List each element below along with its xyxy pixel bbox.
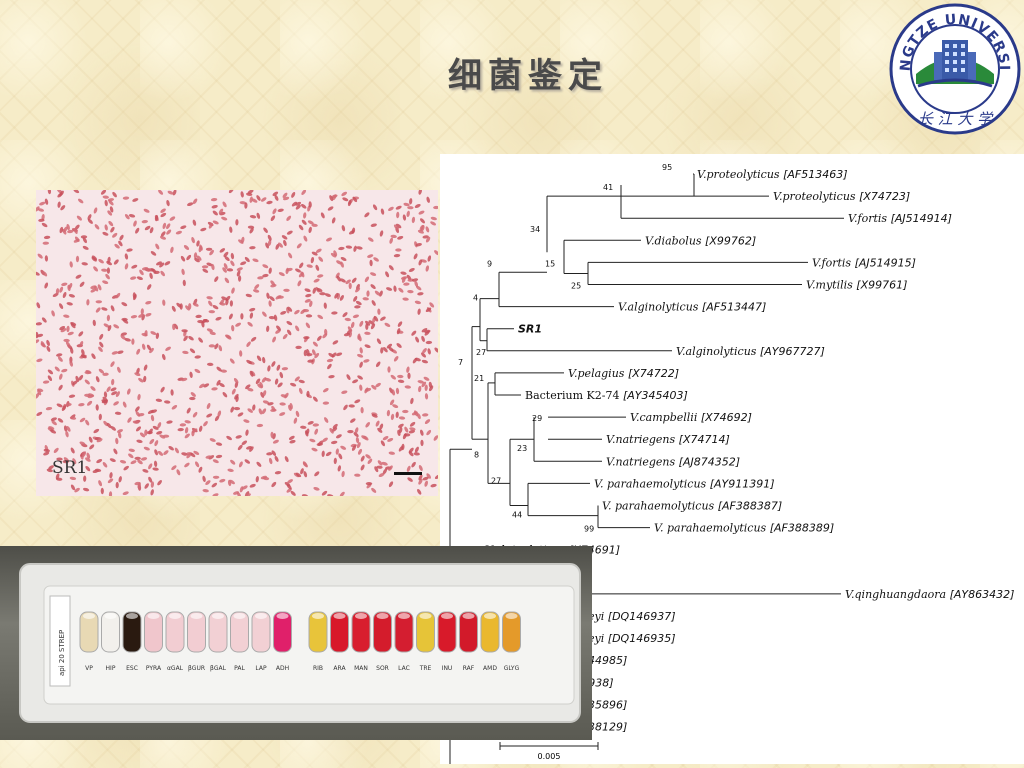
tree-tip-label: V.mytilis [X99761]	[806, 279, 907, 292]
scale-bar	[394, 472, 422, 475]
strip-test-label: PAL	[234, 665, 245, 672]
strip-test-label: αGAL	[167, 665, 184, 672]
strip-test-label: PYRA	[146, 665, 162, 672]
strip-well-17: RAF	[459, 611, 478, 672]
strip-test-label: ADH	[276, 665, 289, 672]
strip-well-8: LAP	[251, 611, 271, 672]
strip-test-label: SOR	[376, 665, 389, 672]
bootstrap-value: 34	[530, 225, 540, 234]
strip-test-label: TRE	[419, 665, 432, 672]
tree-tip-label: V.alginolyticus [AF513447]	[618, 301, 766, 314]
bootstrap-value: 8	[474, 450, 479, 459]
strip-well-11: ARA	[330, 611, 349, 672]
tree-tip-label: V.campbellii [X74692]	[630, 411, 752, 424]
strip-well-9: ADH	[273, 611, 292, 672]
strip-well-7: PAL	[230, 611, 249, 672]
tree-tip-label: V.natriegens [AJ874352]	[606, 455, 740, 468]
strip-well-5: βGUR	[187, 611, 206, 672]
strip-test-label: ARA	[333, 665, 346, 672]
tree-tip-label: V.pelagius [X74722]	[568, 367, 679, 380]
slide-title: 细菌鉴定	[448, 56, 608, 96]
tree-tip-label: V.diabolus [X99762]	[645, 234, 756, 247]
tree-tip-label: V. parahaemolyticus [AF388387]	[602, 500, 782, 513]
bootstrap-value: 9	[487, 260, 492, 269]
strip-test-label: LAP	[255, 665, 267, 672]
strip-test-label: βGUR	[188, 665, 205, 672]
strip-well-3: PYRA	[144, 611, 163, 672]
strip-test-label: HIP	[106, 665, 116, 672]
strip-well-0: VP	[79, 611, 99, 672]
strip-well-14: LAC	[394, 611, 414, 672]
strip-test-label: RIB	[313, 665, 323, 672]
gram-stain-micrograph: SR1	[36, 190, 438, 496]
strip-well-10: RIB	[308, 611, 328, 672]
strip-test-label: GLYG	[504, 665, 520, 672]
strip-well-19: GLYG	[502, 611, 521, 672]
tree-tip-label: V. parahaemolyticus [AY911391]	[594, 477, 775, 490]
strip-test-label: RAF	[463, 665, 475, 672]
tree-tip-label: V.proteolyticus [X74723]	[773, 190, 910, 203]
tree-tip-label: Bacterium K2-74 [AY345403]	[525, 389, 688, 402]
bootstrap-value: 4	[473, 294, 478, 303]
strip-well-15: TRE	[416, 611, 435, 672]
bootstrap-value: 25	[571, 282, 581, 291]
tree-tip-label: V.proteolyticus [AF513463]	[697, 168, 848, 181]
tree-tip-label: V. parahaemolyticus [AF388389]	[654, 522, 834, 535]
tree-tip-label: V.qinghuangdaora [AY863432]	[845, 588, 1014, 601]
api-test-strip-photo: api 20 STREP VP HIP ESC PYRA αGAL βGUR βGAL PAL L…	[0, 546, 592, 740]
strip-test-label: INU	[442, 665, 453, 672]
bootstrap-value: 95	[662, 163, 672, 172]
bootstrap-value: 15	[545, 259, 555, 268]
strip-well-2: ESC	[122, 611, 142, 672]
strip-test-label: LAC	[398, 665, 410, 672]
bootstrap-value: 27	[476, 348, 486, 357]
micrograph-label: SR1	[52, 458, 88, 478]
strip-brand: api 20 STREP	[58, 630, 66, 676]
bootstrap-value: 44	[512, 511, 522, 520]
bacteria-cells	[36, 190, 438, 496]
strip-test-label: βGAL	[210, 665, 227, 672]
strip-well-6: βGAL	[208, 611, 228, 672]
bootstrap-value: 7	[458, 358, 463, 367]
tree-scale-label: 0.005	[538, 752, 561, 761]
strip-test-label: MAN	[354, 665, 368, 672]
bootstrap-value: 29	[532, 414, 542, 423]
university-logo: YANGTZE UNIVERSITY 长 江 大 学	[881, 0, 1022, 136]
strip-well-13: SOR	[373, 611, 392, 672]
strip-well-12: MAN	[351, 611, 371, 672]
strip-test-label: AMD	[483, 665, 497, 672]
strip-well-16: INU	[437, 611, 457, 672]
strip-well-4: αGAL	[165, 611, 185, 672]
bootstrap-value: 23	[517, 444, 527, 453]
bootstrap-value: 99	[584, 525, 594, 534]
strip-well-18: AMD	[480, 611, 500, 672]
tree-tip-label: V.fortis [AJ514915]	[812, 256, 916, 269]
strip-well-1: HIP	[101, 611, 120, 672]
bootstrap-value: 41	[603, 183, 613, 192]
tree-tip-label: V.natriegens [X74714]	[606, 433, 730, 446]
bootstrap-value: 21	[474, 374, 484, 383]
tree-tip-label: V.alginolyticus [AY967727]	[676, 345, 825, 358]
tree-tip-label: V.fortis [AJ514914]	[848, 212, 952, 225]
strip-test-label: VP	[85, 665, 93, 672]
bootstrap-value: 27	[491, 476, 501, 485]
svg-text:长 江 大 学: 长 江 大 学	[918, 110, 994, 128]
tree-tip-label: SR1	[518, 323, 542, 336]
strip-test-label: ESC	[126, 665, 138, 672]
